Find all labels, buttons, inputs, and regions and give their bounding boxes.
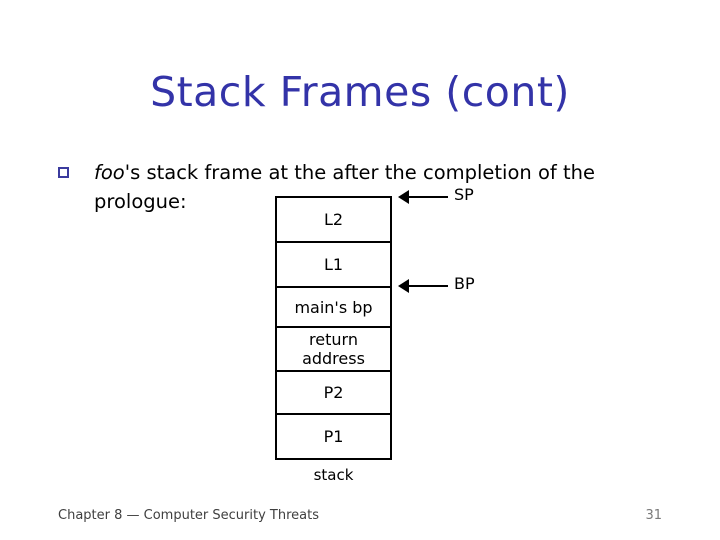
pointer-label-bp: BP [454,274,475,293]
stack-cell-return-address: return address [277,328,390,372]
stack-cell-label-line1: return [309,330,358,349]
left-arrow-icon [398,190,409,204]
hollow-square-bullet-icon [58,167,69,178]
footer-page-number: 31 [645,508,662,523]
stack-frame-diagram: L2 L1 main's bp return address P2 P1 [275,196,392,460]
arrow-shaft [406,285,448,287]
stack-cell-label: return address [302,330,365,368]
arrow-shaft [406,196,448,198]
footer-source: Chapter 8 — Computer Security Threats [58,508,319,523]
stack-cell-l2: L2 [277,198,390,243]
page-title: Stack Frames (cont) [150,68,570,116]
stack-cell-label: L2 [323,210,344,229]
bullet-item: foo's stack frame at the after the compl… [58,158,668,216]
left-arrow-icon [398,279,409,293]
stack-cell-p2: P2 [277,372,390,415]
stack-cell-label: P2 [323,383,344,402]
stack-cell-label: L1 [323,255,344,274]
stack-cell-label: P1 [323,427,344,446]
bullet-text: foo's stack frame at the after the compl… [94,158,660,216]
stack-cell-label-line2: address [302,349,365,368]
stack-cell-l1: L1 [277,243,390,288]
pointer-label-sp: SP [454,185,474,204]
bullet-emphasis-word: foo [94,161,125,184]
bullet-body-text: 's stack frame at the after the completi… [94,161,595,213]
stack-cell-mains-bp: main's bp [277,288,390,328]
stack-cell-label: main's bp [294,297,373,317]
stack-cell-p1: P1 [277,415,390,458]
diagram-caption: stack [313,466,354,484]
